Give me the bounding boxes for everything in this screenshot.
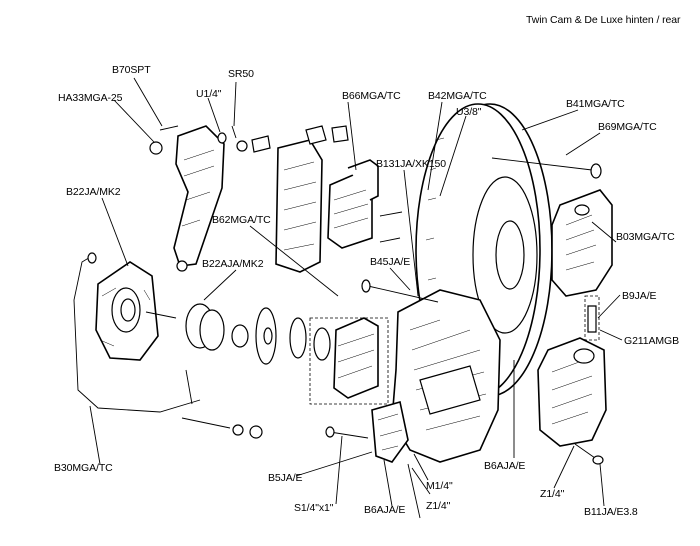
part-label-b6ajae-right: B6AJA/E	[484, 460, 526, 472]
brake-pads-upper	[327, 159, 379, 249]
part-label-b22ajamk2: B22AJA/MK2	[202, 258, 264, 270]
part-label-b41mgatc: B41MGA/TC	[566, 98, 625, 110]
caliper-bracket	[391, 289, 501, 463]
part-label-b5jae: B5JA/E	[268, 472, 303, 484]
part-label-s1-4x1: S1/4"x1"	[294, 502, 334, 514]
part-label-b30mgatc: B30MGA/TC	[54, 462, 113, 474]
part-label-b70spt: B70SPT	[112, 64, 151, 76]
part-label-b131jaxk150: B131JA/XK150	[376, 158, 447, 170]
part-label-m1-4: M1/4"	[426, 480, 453, 492]
part-label-b66mgatc: B66MGA/TC	[342, 90, 401, 102]
part-label-z1-4-bottom: Z1/4"	[426, 500, 451, 512]
part-label-u3-8: U3/8"	[456, 106, 482, 118]
part-label-sr50: SR50	[228, 68, 254, 80]
handbrake-lever	[173, 125, 225, 272]
caliper-half-upper	[551, 189, 613, 297]
part-label-b11jae38: B11JA/E3.8	[584, 506, 638, 518]
leader-lines	[89, 77, 623, 519]
part-label-b6ajae-bottom: B6AJA/E	[364, 504, 406, 516]
part-label-b22jamk2: B22JA/MK2	[66, 186, 121, 198]
part-label-b62mgatc: B62MGA/TC	[212, 214, 271, 226]
part-label-g211amgb: G211AMGB	[624, 335, 680, 347]
part-label-u1-4: U1/4"	[196, 88, 222, 100]
part-label-ha33mga25: HA33MGA-25	[58, 92, 123, 104]
slave-cylinder-housing	[95, 261, 159, 361]
diagram-title: Twin Cam & De Luxe hinten / rear	[526, 14, 681, 26]
part-label-b69mgatc: B69MGA/TC	[598, 121, 657, 133]
part-label-b03mgatc: B03MGA/TC	[616, 231, 675, 243]
caliper-half-lower	[537, 337, 607, 447]
part-label-b45jae: B45JA/E	[370, 256, 411, 268]
part-label-b42mgatc: B42MGA/TC	[428, 90, 487, 102]
long-bolt-b41	[491, 157, 602, 179]
part-label-b9jae: B9JA/E	[622, 290, 657, 302]
part-label-z1-4-right: Z1/4"	[540, 488, 565, 500]
